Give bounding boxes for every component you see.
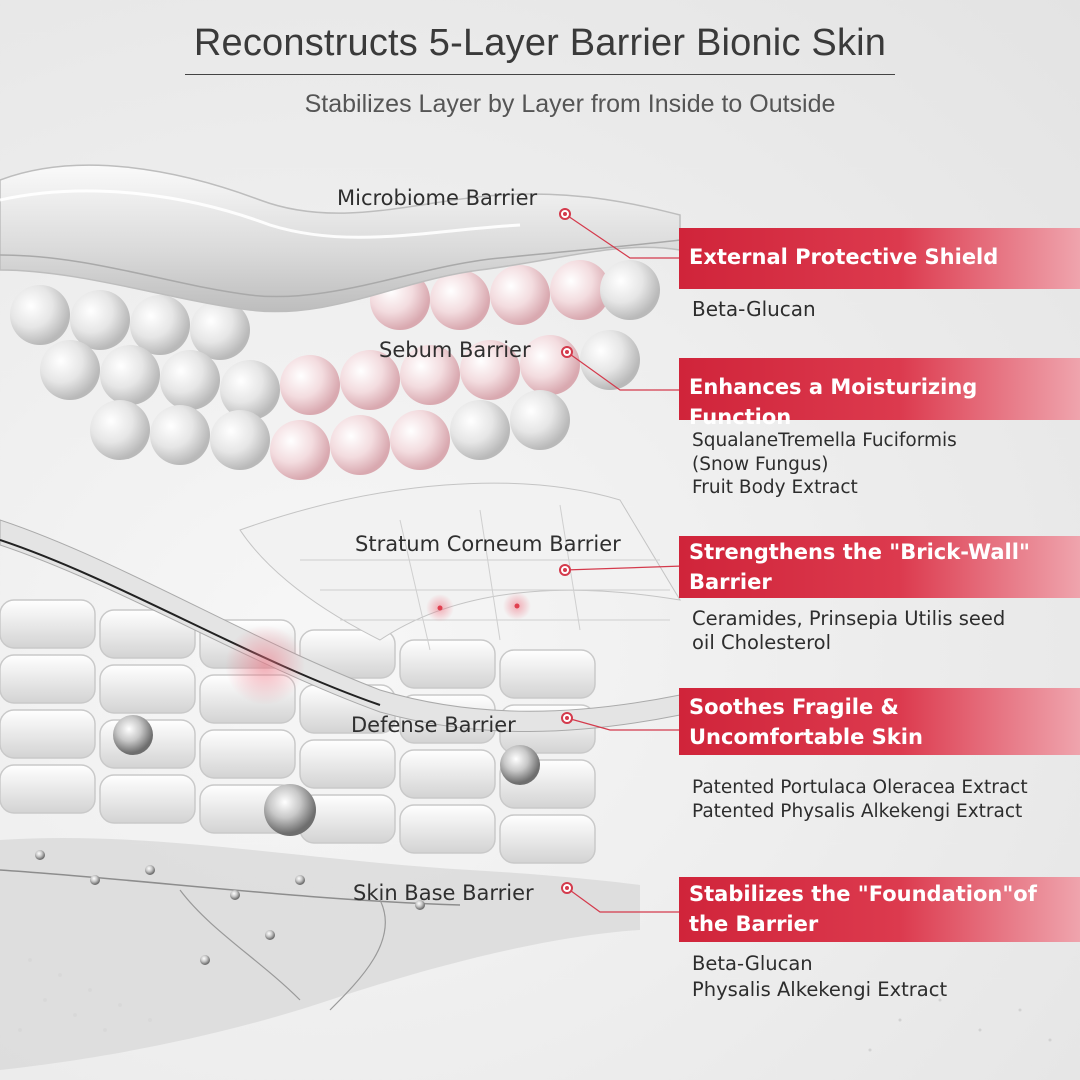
benefit-banner-external-shield: External Protective Shield [679,228,1080,289]
ingredients-microbiome: Beta-Glucan [692,297,816,321]
benefit-banner-soothes: Soothes Fragile & Uncomfortable Skin [679,688,1080,755]
benefit-banner-brick-wall: Strengthens the "Brick-Wall" Barrier [679,536,1080,598]
layer-label-defense: Defense Barrier [351,713,516,737]
layer-marker-skin-base [561,882,573,894]
ingredients-defense: Patented Portulaca Oleracea Extract Pate… [692,777,1028,822]
layer-marker-microbiome [559,208,571,220]
ingredients-stratum-corneum: Ceramides, Prinsepia Utilis seed oil Cho… [692,607,1006,654]
layer-label-sebum: Sebum Barrier [379,338,531,362]
layer-marker-sebum [561,346,573,358]
title-rule [185,74,895,75]
benefit-banner-moisturizing: Enhances a Moisturizing Function [679,358,1080,429]
page-subtitle: Stabilizes Layer by Layer from Inside to… [304,90,836,118]
layer-label-skin-base: Skin Base Barrier [353,881,534,905]
page-title: Reconstructs 5-Layer Barrier Bionic Skin [193,22,887,64]
layer-marker-defense [561,712,573,724]
ingredients-sebum: SqualaneTremella Fuciformis (Snow Fungus… [692,430,957,498]
layer-marker-stratum-corneum [559,564,571,576]
layer-label-microbiome: Microbiome Barrier [337,186,538,210]
benefit-banner-foundation: Stabilizes the "Foundation"of the Barrie… [679,877,1080,942]
ingredients-skin-base: Beta-Glucan Physalis Alkekengi Extract [692,952,948,1001]
layer-label-stratum-corneum: Stratum Corneum Barrier [355,532,621,556]
